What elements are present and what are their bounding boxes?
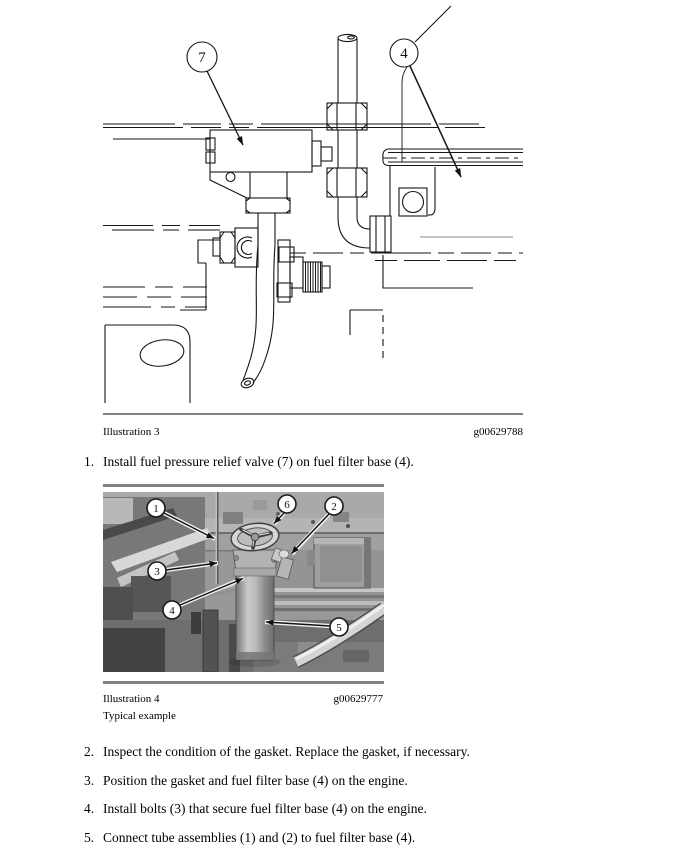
- photo-callout-labels: 1 6 2 3 4 5: [153, 499, 342, 634]
- illustration-3-code: g00629788: [473, 426, 524, 438]
- callout-1-arrow: [163, 512, 215, 540]
- illustration-3-caption: Illustration 3: [103, 426, 160, 438]
- callout-4-marker: [389, 38, 419, 68]
- illustration-4-code: g00629777: [333, 693, 384, 705]
- callout-1-label: 1: [153, 503, 159, 515]
- callout-3-arrow: [165, 561, 218, 571]
- callout-4b-arrow: [179, 577, 244, 606]
- callout-2-label: 2: [331, 501, 337, 513]
- illustration-4-photo: 1 6 2 3 4 5: [103, 492, 384, 672]
- callout-6-arrow: [273, 512, 285, 524]
- step-1-number: 1.: [84, 454, 95, 469]
- callout-4-arrow: [409, 65, 462, 178]
- illustration-4-subcaption: Typical example: [103, 710, 176, 722]
- illustration-4-caption-row: Illustration 4 g00629777: [103, 693, 383, 705]
- callout-5-label: 5: [336, 622, 342, 634]
- photo-callout-arrows: [163, 511, 331, 629]
- callout-4-thin-leader: [401, 66, 408, 162]
- callout-1-marker: [146, 498, 166, 518]
- fuel-filter-assembly: [229, 522, 294, 667]
- step-1-text: Install fuel pressure relief valve (7) o…: [103, 454, 414, 469]
- step-4-text: Install bolts (3) that secure fuel filte…: [103, 801, 427, 816]
- callout-6-marker: [277, 494, 297, 514]
- callout-2-arrow: [290, 513, 330, 554]
- step-4-number: 4.: [84, 801, 95, 816]
- callout-7-label: 7: [198, 50, 206, 66]
- callout-7-marker: [186, 41, 218, 73]
- step-5: 5. Connect tube assemblies (1) and (2) t…: [84, 830, 415, 846]
- callout-2-marker: [324, 496, 344, 516]
- illustration-3-separator: [103, 413, 523, 415]
- callout-labels: 7 4: [198, 46, 408, 66]
- step-2: 2. Inspect the condition of the gasket. …: [84, 744, 470, 760]
- callout-3-label: 3: [154, 566, 160, 578]
- step-4: 4. Install bolts (3) that secure fuel fi…: [84, 801, 427, 817]
- step-5-number: 5.: [84, 830, 95, 845]
- callout-4b-marker: [162, 600, 182, 620]
- step-5-text: Connect tube assemblies (1) and (2) to f…: [103, 830, 416, 845]
- callout-3-marker: [147, 561, 167, 581]
- callout-4b-label: 4: [169, 605, 175, 617]
- drawing-lines: [103, 5, 528, 403]
- callout-4-label: 4: [400, 46, 408, 62]
- callout-4-tail-line: [414, 5, 452, 43]
- step-2-text: Inspect the condition of the gasket. Rep…: [103, 744, 470, 759]
- illustration-3-line-drawing: 7 4: [103, 5, 528, 403]
- callout-5-arrow: [265, 619, 331, 627]
- step-3-text: Position the gasket and fuel filter base…: [103, 773, 408, 788]
- step-1: 1. Install fuel pressure relief valve (7…: [84, 454, 414, 470]
- illustration-4-top-bar: [103, 484, 384, 487]
- step-3: 3. Position the gasket and fuel filter b…: [84, 773, 408, 789]
- callout-7-arrow: [206, 70, 244, 146]
- step-3-number: 3.: [84, 773, 95, 788]
- callout-5-marker: [329, 617, 349, 637]
- illustration-3-caption-row: Illustration 3 g00629788: [103, 426, 523, 438]
- photo-callout-markers: [146, 494, 349, 637]
- illustration-4-caption: Illustration 4: [103, 693, 160, 705]
- illustration-4-bottom-bar: [103, 681, 384, 684]
- step-2-number: 2.: [84, 744, 95, 759]
- callout-6-label: 6: [284, 499, 290, 511]
